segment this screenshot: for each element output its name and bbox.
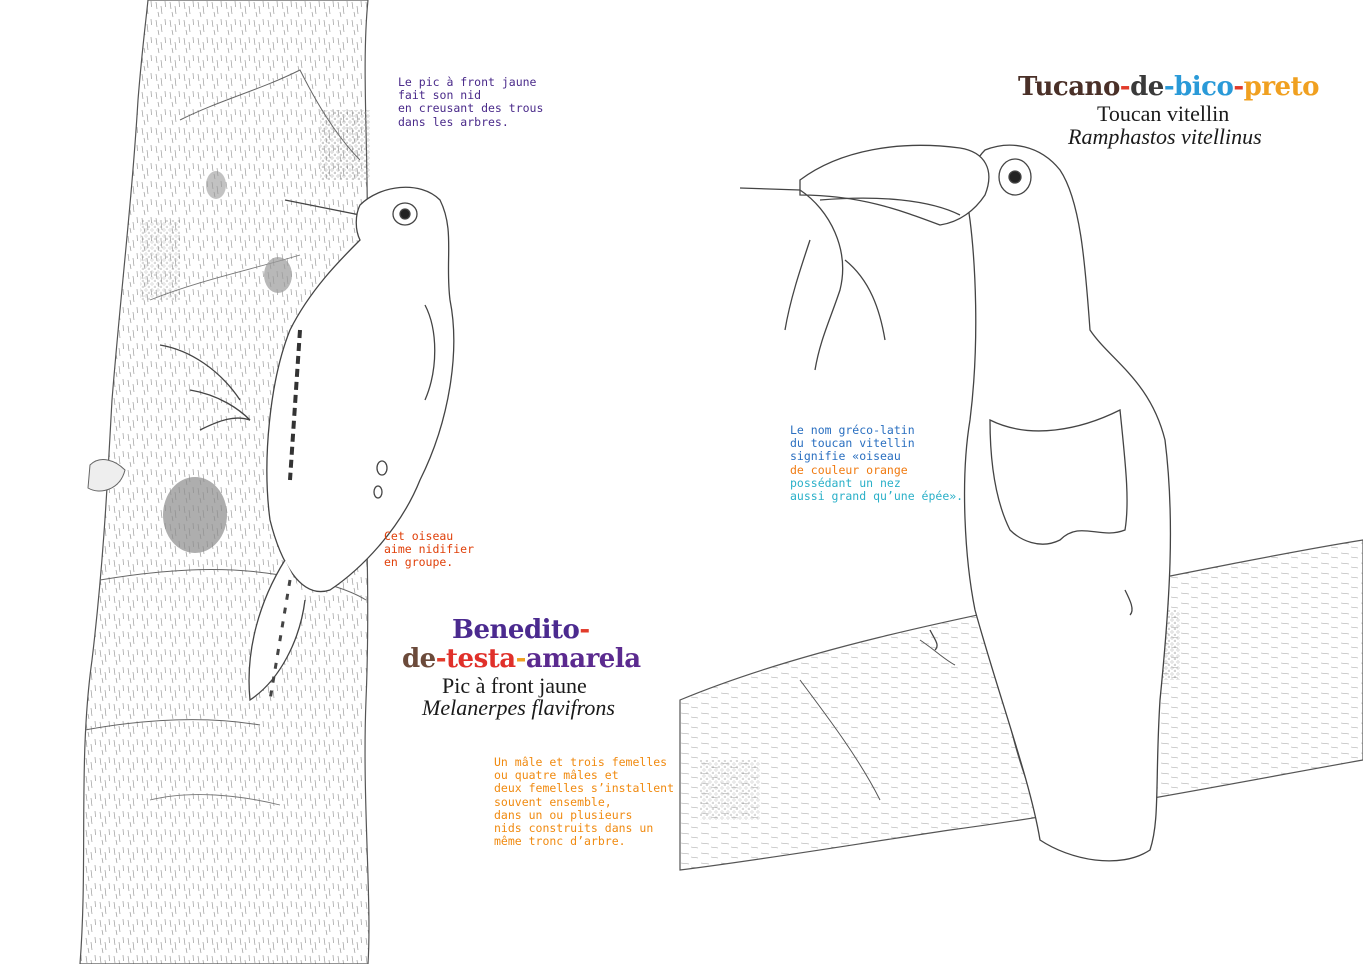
woodpecker-title: Benedito-	[452, 617, 590, 643]
note-group-line: en groupe.	[384, 555, 454, 570]
toucan-title-line: Tucano-de-bico-preto	[1018, 74, 1319, 100]
title-part: amarela	[525, 644, 641, 674]
note-name-line: Le nom gréco-latin	[790, 423, 915, 437]
note-name-line: signifie «oiseau	[790, 449, 901, 464]
note-nest-line: fait son nid	[398, 88, 482, 103]
note-group-line: aime nidifier	[384, 542, 475, 557]
woodpecker-drawing	[159, 186, 455, 702]
title-part: de	[402, 644, 436, 674]
note-males-line: deux femelles s’installent	[494, 781, 675, 796]
toucan-title: Tucano-de-bico-preto	[1018, 74, 1319, 100]
note-males-line: même tronc d’arbre.	[494, 834, 626, 849]
title-part: -	[1163, 72, 1175, 102]
note-nest-line: Le pic à front jaune	[398, 75, 537, 89]
title-part: -	[515, 644, 527, 674]
title-part: -	[1119, 72, 1131, 102]
note-males-line: Un mâle et trois femelles	[494, 755, 668, 769]
woodpecker-title-2: de-testa-amarela	[402, 646, 641, 672]
title-part: -	[435, 644, 447, 674]
note-males-line: nids construits dans un	[494, 821, 654, 836]
note-nest-line: en creusant des trous	[398, 101, 544, 116]
woodpecker-title-line-1: Benedito-	[452, 617, 590, 643]
note-nest-line: dans les arbres.	[398, 114, 509, 129]
note-nest: Le pic à front jaune fait son nid en cre…	[398, 75, 544, 129]
note-males-line: dans un ou plusieurs	[494, 807, 633, 822]
note-group-line: Cet oiseau	[384, 529, 454, 543]
title-part: -	[579, 615, 590, 645]
title-part: preto	[1243, 72, 1320, 102]
woodpecker-scientific-name: Melanerpes flavifrons	[422, 695, 615, 720]
title-part: -	[1233, 72, 1244, 102]
note-name-line: possédant un nez	[790, 475, 901, 490]
woodpecker-title-line-2: de-testa-amarela	[402, 646, 641, 672]
title-part: Tucano	[1018, 72, 1120, 102]
toucan-drawing	[739, 144, 1172, 862]
note-males: Un mâle et trois femelles ou quatre mâle…	[494, 755, 675, 849]
note-males-line: ou quatre mâles et	[494, 768, 619, 783]
note-name: Le nom gréco-latin du toucan vitellin si…	[790, 423, 964, 504]
woodpecker-common-name: Pic à front jaune	[442, 673, 587, 698]
note-name-line: aussi grand qu’une épée».	[790, 489, 964, 504]
title-part: de	[1130, 72, 1164, 102]
note-name-line: du toucan vitellin	[790, 436, 915, 451]
toucan-scientific-name: Ramphastos vitellinus	[1068, 124, 1262, 149]
tree-trunk-drawing	[79, 0, 370, 964]
title-part: Benedito	[452, 615, 580, 645]
title-part: bico	[1174, 72, 1234, 102]
note-group: Cet oiseau aime nidifier en groupe.	[384, 529, 475, 570]
note-males-line: souvent ensemble,	[494, 794, 612, 809]
note-name-line: de couleur orange	[790, 462, 908, 477]
toucan-common-name: Toucan vitellin	[1097, 101, 1230, 126]
title-part: testa	[446, 644, 516, 674]
